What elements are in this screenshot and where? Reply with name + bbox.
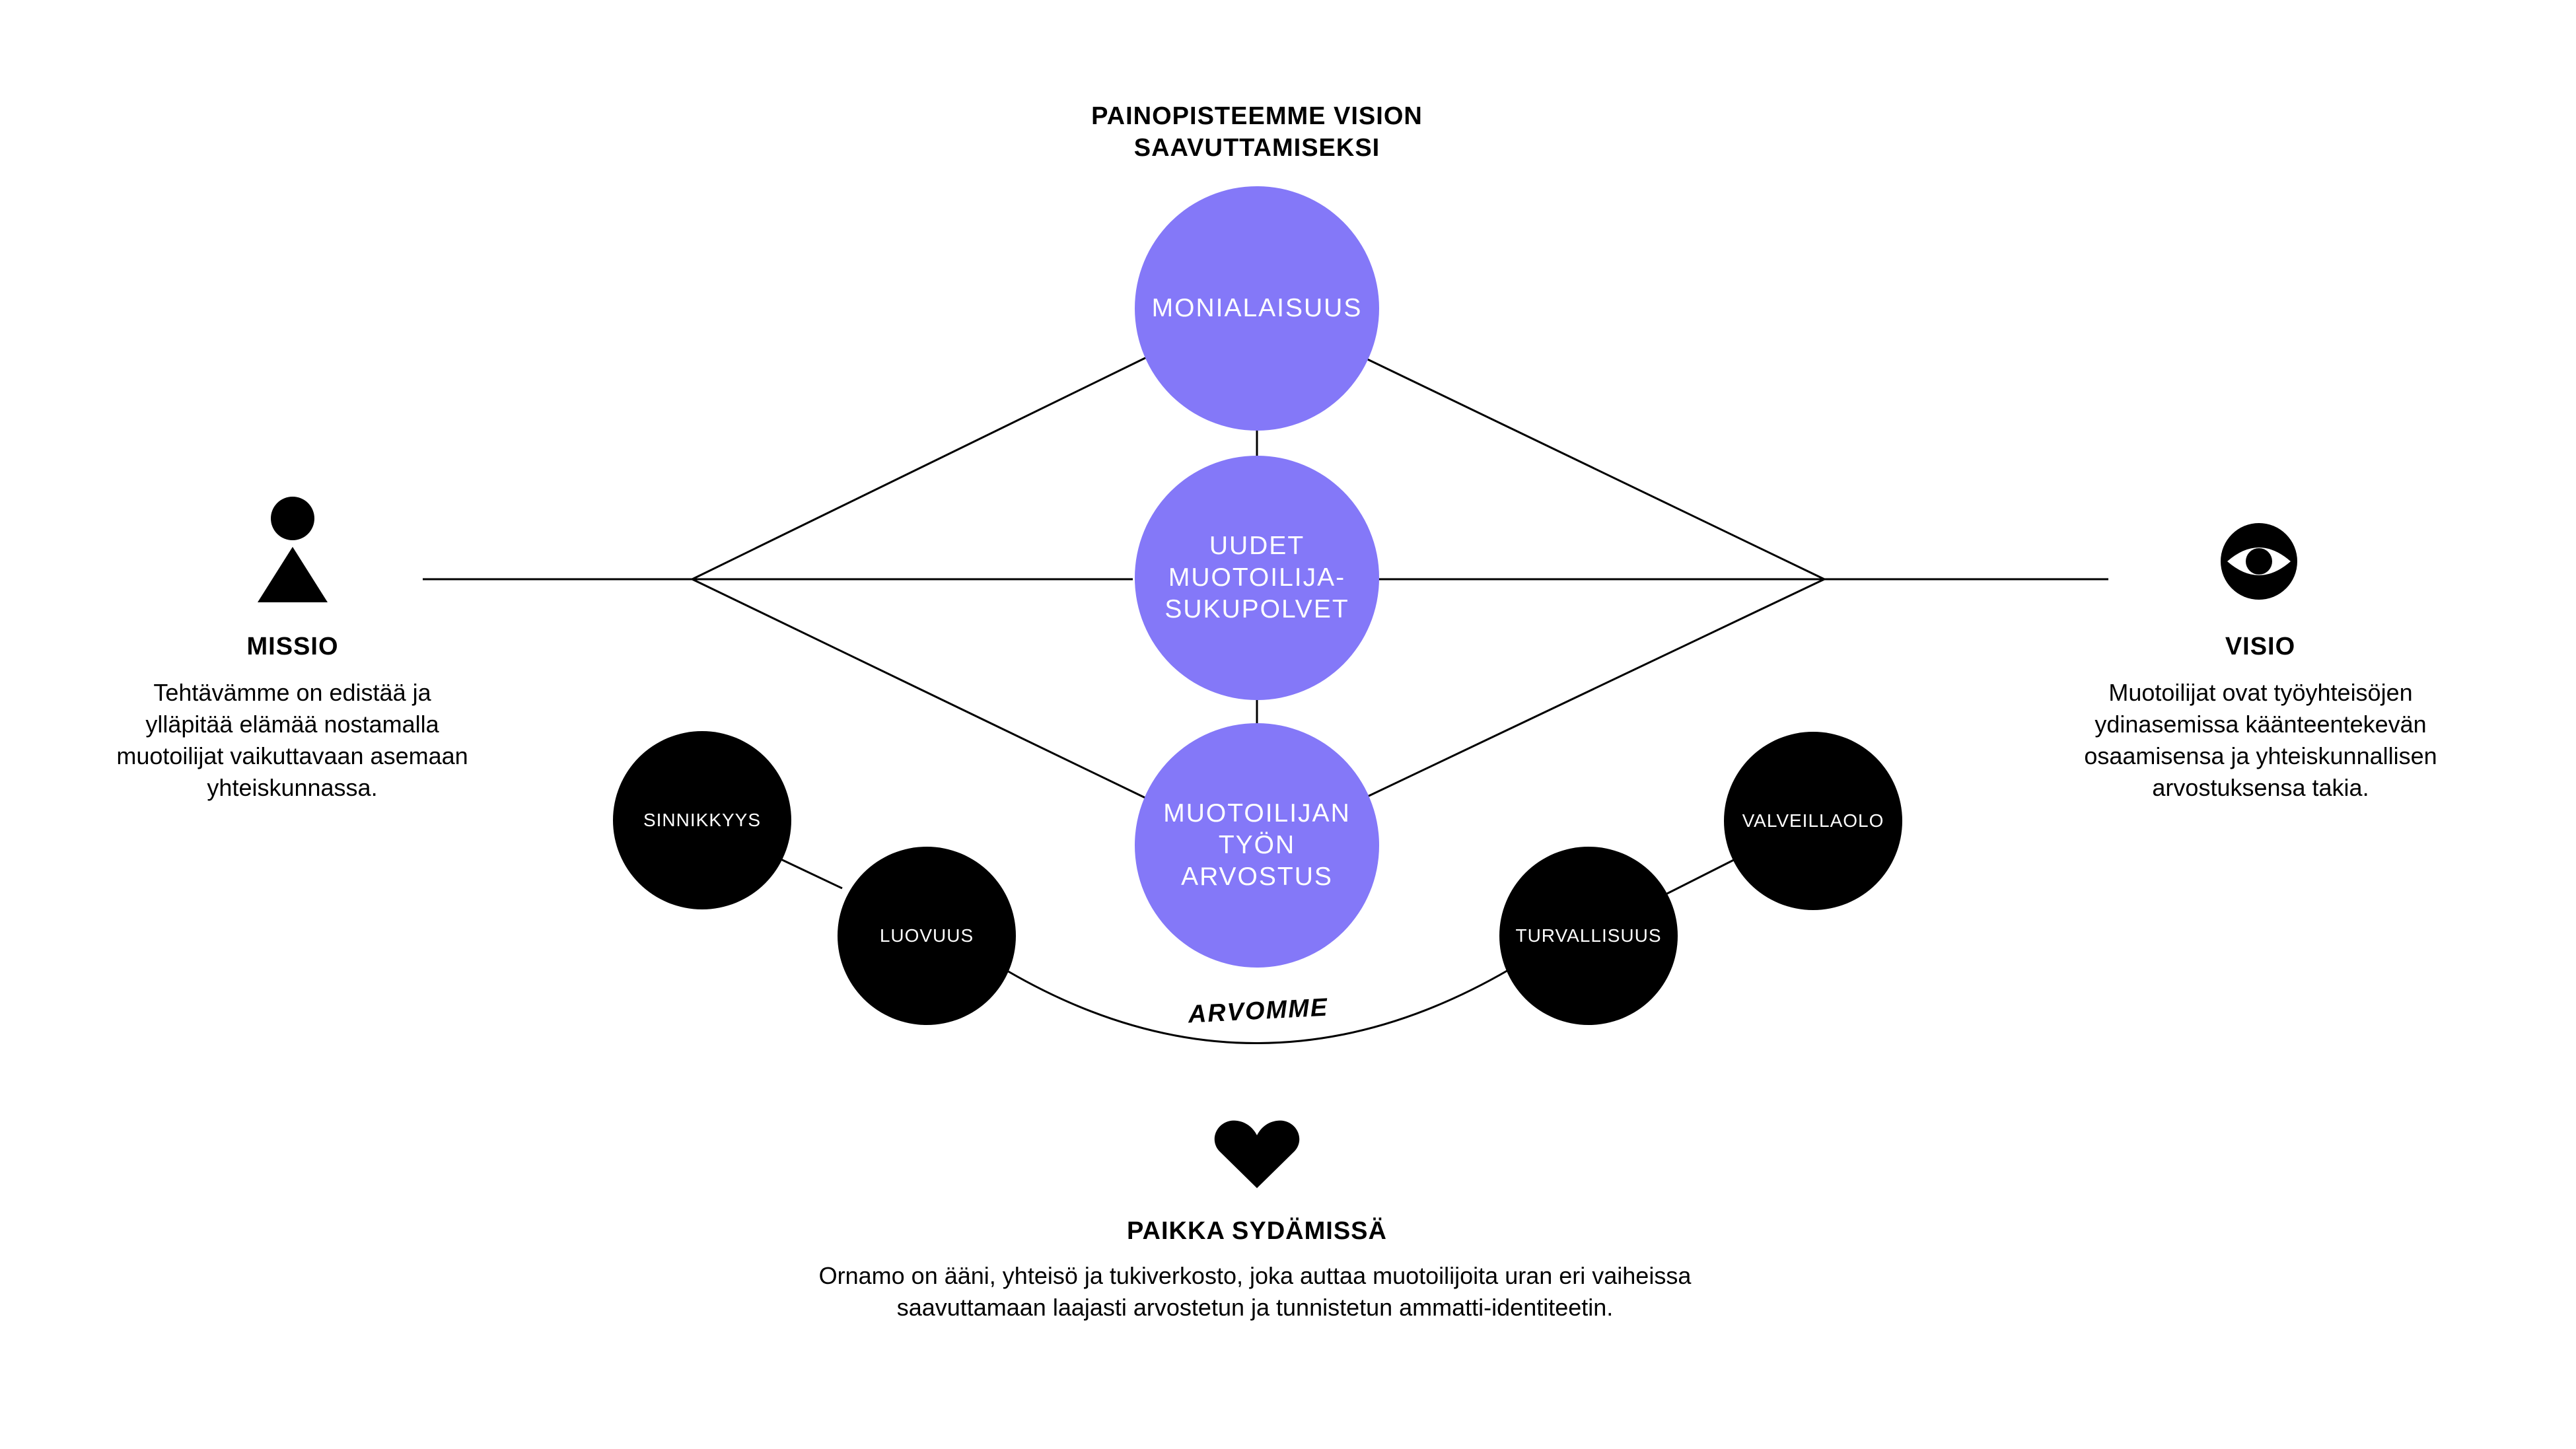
right-top-branch-line [1361, 355, 1825, 581]
right-bottom-branch-line [1361, 578, 1825, 800]
focus-uudet-sukupolvet-label: UUDET MUOTOILIJA- SUKUPOLVET [1164, 532, 1349, 623]
value-sinnikkyys: SINNIKKYYS [613, 731, 791, 909]
values-link-left [779, 857, 843, 890]
mission-text: Tehtävämme on edistää ja ylläpitää elämä… [116, 679, 468, 801]
heart-text: Ornamo on ääni, yhteisö ja tukiverkosto,… [818, 1262, 1692, 1321]
eye-icon [2221, 523, 2297, 600]
value-sinnikkyys-label: SINNIKKYYS [643, 810, 762, 830]
person-icon [258, 497, 328, 602]
left-bottom-branch-line [692, 578, 1149, 800]
value-valveillaolo: VALVEILLAOLO [1724, 732, 1902, 910]
focus-monialaisuus: MONIALAISUUS [1135, 186, 1379, 431]
value-valveillaolo-label: VALVEILLAOLO [1742, 810, 1884, 831]
heart-icon [1214, 1120, 1300, 1188]
values-link-right [1664, 859, 1735, 896]
vision-title: VISIO [2225, 633, 2296, 660]
value-luovuus: LUOVUUS [838, 847, 1016, 1025]
focus-monialaisuus-label: MONIALAISUUS [1151, 294, 1363, 322]
values-curve [1007, 968, 1510, 1044]
focus-uudet-sukupolvet: UUDET MUOTOILIJA- SUKUPOLVET [1135, 456, 1379, 700]
focus-areas-title: PAINOPISTEEMME VISION SAAVUTTAMISEKSI [1091, 102, 1423, 162]
left-top-branch-line [692, 355, 1149, 581]
mission-title: MISSIO [246, 633, 339, 660]
value-luovuus-label: LUOVUUS [879, 925, 974, 946]
heart-title: PAIKKA SYDÄMISSÄ [1127, 1217, 1387, 1245]
value-turvallisuus-label: TURVALLISUUS [1515, 925, 1662, 946]
focus-tyon-arvostus-label: MUOTOILIJAN TYÖN ARVOSTUS [1163, 799, 1351, 891]
value-turvallisuus: TURVALLISUUS [1499, 847, 1678, 1025]
focus-tyon-arvostus: MUOTOILIJAN TYÖN ARVOSTUS [1135, 723, 1379, 968]
vision-text: Muotoilijat ovat työyhteisöjen ydinasemi… [2084, 679, 2437, 801]
